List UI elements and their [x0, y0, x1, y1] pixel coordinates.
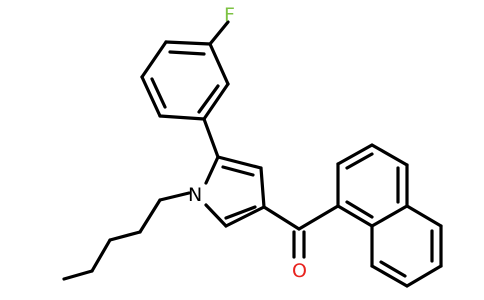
bond — [138, 198, 162, 234]
bond — [370, 143, 409, 167]
bond — [204, 203, 228, 228]
bond — [379, 260, 407, 278]
bond — [259, 166, 266, 209]
bond — [202, 117, 220, 159]
bond — [150, 77, 167, 109]
bond — [297, 204, 340, 231]
bond — [370, 204, 409, 228]
nitrogen-label: N — [188, 184, 202, 206]
bond — [140, 40, 168, 79]
bond — [208, 42, 230, 86]
fluorophenyl-ring — [140, 40, 230, 121]
naphthalene — [336, 143, 443, 288]
bond — [140, 75, 162, 118]
bond — [158, 114, 206, 121]
bond — [62, 269, 94, 281]
bond — [90, 238, 112, 273]
bond — [108, 230, 142, 242]
bond — [158, 191, 191, 202]
bond — [164, 40, 212, 46]
bond — [168, 50, 206, 56]
bond — [336, 143, 374, 166]
bond — [202, 82, 230, 121]
bond — [208, 20, 230, 46]
bond — [216, 155, 263, 170]
bond — [345, 152, 374, 170]
pyrrole-ring — [204, 155, 266, 228]
fluorine-label: F — [224, 4, 235, 26]
bond — [405, 204, 443, 228]
bond — [336, 204, 374, 228]
bond — [370, 264, 409, 288]
bond — [345, 200, 374, 219]
pentyl-chain — [62, 191, 191, 281]
bond — [224, 205, 257, 220]
bond — [197, 84, 220, 114]
bond — [224, 205, 266, 228]
bond — [204, 155, 220, 185]
bond — [221, 165, 255, 177]
bond — [405, 264, 443, 288]
oxygen-label: O — [292, 260, 307, 282]
bond — [262, 205, 301, 231]
